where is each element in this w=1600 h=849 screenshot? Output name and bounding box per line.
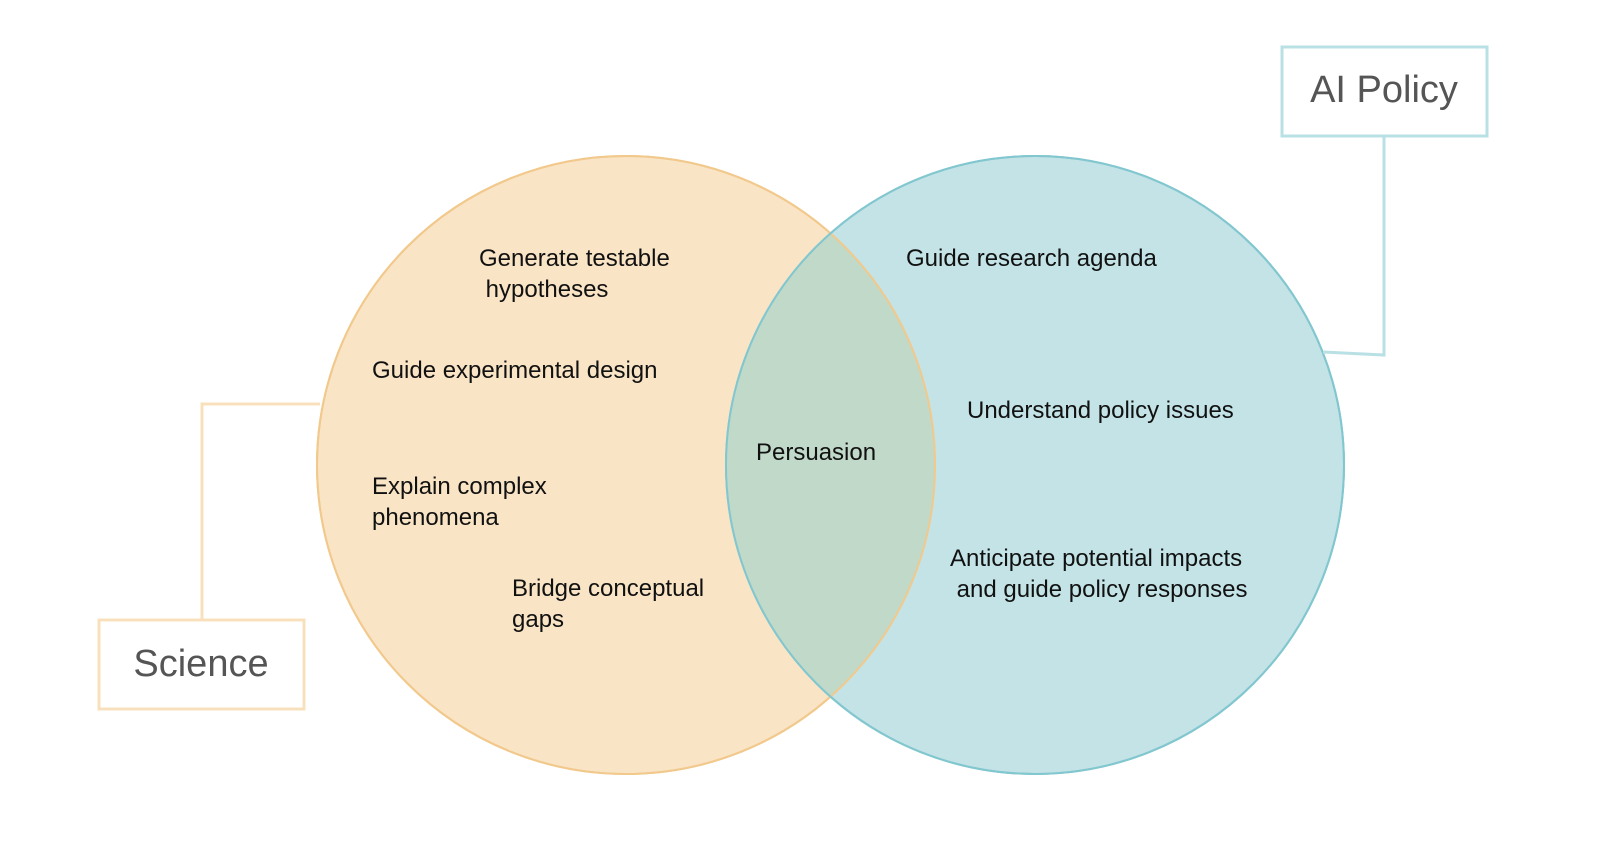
science-label-box	[97, 618, 306, 711]
ai-policy-label: AI Policy	[1310, 69, 1458, 111]
science-item-conceptual-gaps: Bridge conceptual gaps	[512, 575, 711, 633]
science-item-hypotheses: Generate testable hypotheses	[479, 245, 676, 303]
science-item-line: Bridge conceptual	[512, 575, 704, 602]
overlap-item-persuasion: Persuasion	[756, 439, 876, 466]
science-item-line: Generate testable	[479, 245, 670, 272]
science-label: Science	[133, 643, 268, 685]
science-item-line: Explain complex	[372, 473, 547, 500]
ai-policy-item-impacts: Anticipate potential impacts and guide p…	[950, 545, 1249, 603]
ai-policy-callout-line	[1322, 135, 1386, 357]
ai-policy-item-line: Understand policy issues	[967, 397, 1234, 424]
science-callout-line	[200, 402, 320, 620]
ai-policy-item-line: and guide policy responses	[950, 576, 1248, 603]
science-item-line: phenomena	[372, 504, 499, 531]
science-item-complex-phenomena: Explain complex phenomena	[372, 473, 553, 531]
ai-policy-item-research-agenda: Guide research agenda	[906, 245, 1157, 272]
overlap-region	[726, 156, 935, 774]
ai-policy-item-line: Guide research agenda	[906, 245, 1157, 272]
ai-policy-item-policy-issues: Understand policy issues	[967, 397, 1234, 424]
science-item-line: hypotheses	[479, 276, 608, 303]
ai-policy-item-line: Anticipate potential impacts	[950, 545, 1242, 572]
ai-policy-circle-outline	[725, 155, 1345, 775]
science-circle-outline	[316, 155, 936, 775]
ai-policy-label-box	[1280, 45, 1489, 138]
science-item-line: gaps	[512, 606, 564, 633]
science-item-line: Guide experimental design	[372, 357, 658, 384]
science-item-experimental-design: Guide experimental design	[372, 357, 658, 384]
